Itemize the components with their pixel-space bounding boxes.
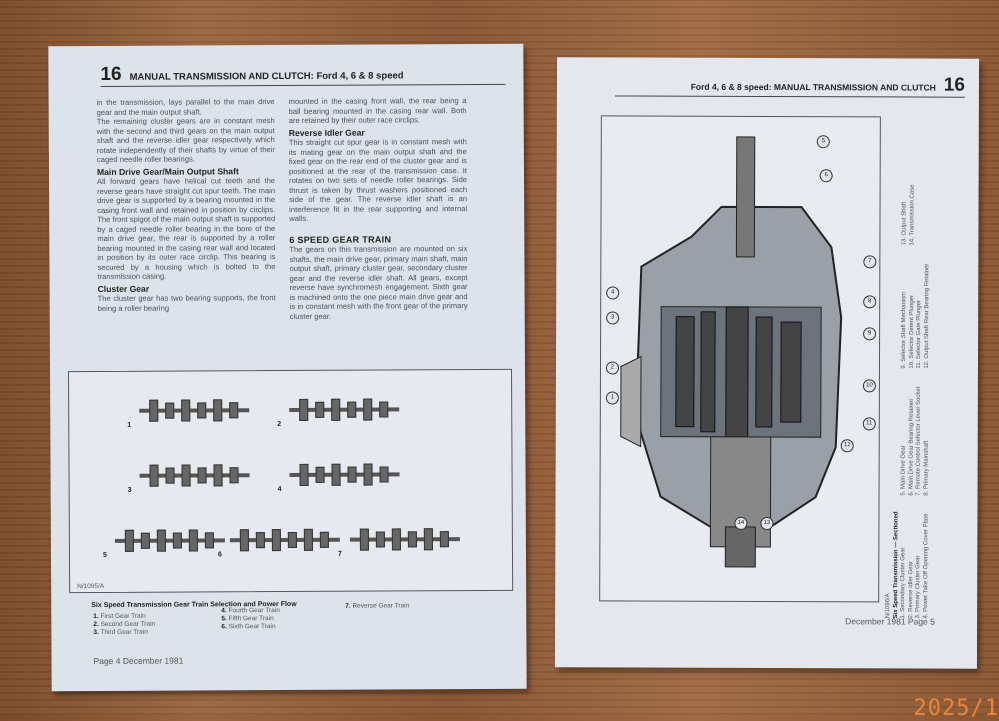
header-title: Ford 4, 6 & 8 speed: MANUAL TRANSMISSION… xyxy=(690,81,936,93)
callout-1: 1 xyxy=(605,391,619,405)
callout-5: 5 xyxy=(816,135,830,149)
paragraph: All forward gears have helical cut teeth… xyxy=(96,176,276,281)
callout-3: 3 xyxy=(606,311,620,325)
paragraph: The gears on this transmission are mount… xyxy=(289,244,468,321)
page-footer: December 1981 Page 5 xyxy=(845,616,935,627)
legend-item: 14. Transmission Case xyxy=(908,184,916,246)
train-number: 7 xyxy=(337,550,342,558)
photo-date-stamp: 2025/1 xyxy=(913,696,999,721)
page-header: 16 MANUAL TRANSMISSION AND CLUTCH: Ford … xyxy=(100,61,506,87)
train-number: 5 xyxy=(102,551,107,559)
callout-7: 7 xyxy=(863,255,877,269)
paragraph: This straight cut spur gear is in consta… xyxy=(288,137,468,223)
train-number: 2 xyxy=(277,421,282,429)
callout-11: 11 xyxy=(862,417,876,431)
train-number: 3 xyxy=(127,486,132,494)
callout-4: 4 xyxy=(606,286,620,300)
transmission-cutaway-drawing xyxy=(620,136,843,568)
text-column-2: mounted in the casing front wall, the re… xyxy=(289,96,468,321)
gear-train-diagram xyxy=(139,391,250,430)
gear-train-diagram xyxy=(349,520,460,559)
gear-train-diagram xyxy=(289,390,400,429)
legend-item: 13. Output Shaft xyxy=(901,201,908,246)
callout-13: 13 xyxy=(760,516,774,531)
legend-item: 3. Primary Cluster Gear xyxy=(915,555,922,619)
legend-item: 9. Selector Shaft Mechanism xyxy=(900,291,908,369)
page-header: Ford 4, 6 & 8 speed: MANUAL TRANSMISSION… xyxy=(614,73,966,98)
figure-code: N/1095/A xyxy=(77,582,105,591)
callout-2: 2 xyxy=(605,361,620,375)
callout-6: 6 xyxy=(819,169,833,183)
callout-10: 10 xyxy=(862,379,876,393)
chapter-number: 16 xyxy=(100,63,122,85)
callout-8: 8 xyxy=(863,295,877,309)
callout-12: 12 xyxy=(840,439,854,453)
train-number: 1 xyxy=(127,421,132,429)
legend-item: 11. Selector Gate Plunger xyxy=(915,300,923,369)
legend-item: 4. Power Take Off Opening Cover Plate xyxy=(922,513,929,619)
legend-item: 1. Secondary Cluster Gear xyxy=(900,547,907,619)
text-column-1: in the transmission, lays parallel to th… xyxy=(97,97,276,313)
caption-list-b: 4. Fourth Gear Train 5. Fifth Gear Train… xyxy=(221,607,280,631)
paragraph: mounted in the casing front wall, the re… xyxy=(288,96,467,125)
caption-list-a: 1. First Gear Train 2. Second Gear Train… xyxy=(93,612,156,637)
right-page: Ford 4, 6 & 8 speed: MANUAL TRANSMISSION… xyxy=(554,57,980,669)
paragraph: in the transmission, lays parallel to th… xyxy=(96,97,275,117)
train-number: 6 xyxy=(217,551,222,559)
left-page: 16 MANUAL TRANSMISSION AND CLUTCH: Ford … xyxy=(48,43,527,692)
gear-train-diagram xyxy=(139,456,250,495)
gear-train-diagram xyxy=(289,455,400,494)
gear-train-diagram xyxy=(229,521,340,560)
callout-14: 14 xyxy=(734,516,748,530)
gear-train-diagram xyxy=(114,521,225,560)
gear-train-figure: 1 2 3 4 5 6 7 xyxy=(68,368,514,594)
page-footer: Page 4 December 1981 xyxy=(93,655,184,667)
legend-item: 8. Primary Mainshaft xyxy=(923,440,930,496)
header-title: MANUAL TRANSMISSION AND CLUTCH: Ford 4, … xyxy=(129,70,404,83)
train-number: 4 xyxy=(277,486,282,494)
chapter-number: 16 xyxy=(943,74,966,96)
callout-9: 9 xyxy=(863,327,877,341)
legend-item: 7. Remote Control Selector Lever Socket xyxy=(915,386,922,496)
caption-list-c: 7. Reverse Gear Train xyxy=(345,602,410,610)
figure-legend: N/1096/A Six Speed Transmission — Sectio… xyxy=(885,184,932,618)
paragraph: The cluster gear has two bearing support… xyxy=(97,293,276,313)
legend-item: 12. Output Shaft Rear Bearing Retainer xyxy=(923,263,930,369)
paragraph: The remaining cluster gears are in const… xyxy=(96,116,275,164)
